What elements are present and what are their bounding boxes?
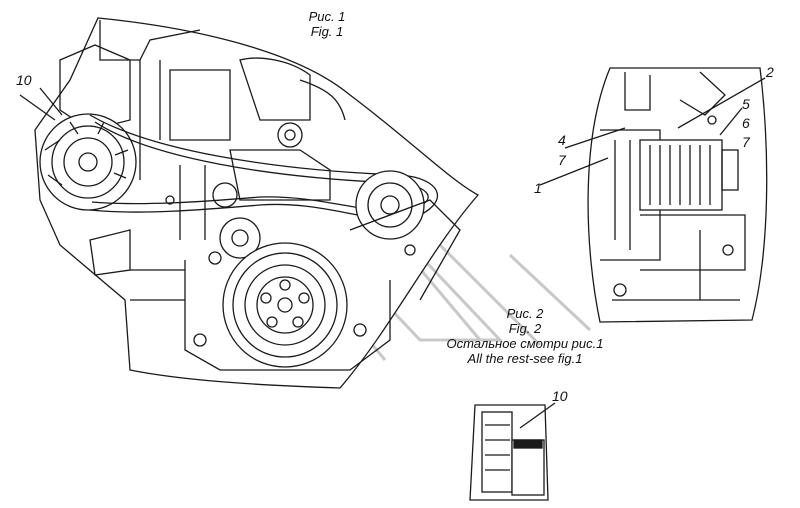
- figure2-caption-en: Fig. 2: [508, 321, 542, 336]
- callout-5: 5: [742, 96, 750, 112]
- figure2-caption: Рис. 2 Fig. 2 Остальное смотри рис.1 All…: [430, 306, 620, 366]
- callout-1: 1: [534, 180, 542, 196]
- alternator-detail-view: [469, 402, 556, 501]
- figure2-note-ru: Остальное смотри рис.1: [446, 336, 604, 351]
- figure1-caption-en: Fig. 1: [310, 24, 344, 39]
- water-pump-pulley: [355, 170, 425, 240]
- leader-line-10-fig1: [39, 87, 63, 116]
- leader-line-4: [564, 127, 626, 149]
- figure1-cutout-outline: [34, 17, 480, 389]
- engine-front-view: [19, 17, 480, 389]
- figure1-caption: Рис. 1 Fig. 1: [292, 9, 362, 39]
- callout-6: 6: [742, 115, 750, 131]
- detail-side-view: [539, 67, 768, 323]
- crankshaft-pulley: [222, 242, 348, 368]
- figure2-note-en: All the rest-see fig.1: [467, 351, 583, 366]
- callout-7-left: 7: [558, 152, 566, 168]
- figure2-caption-ru: Рис. 2: [506, 306, 544, 321]
- leader-line-10-fig3: [519, 402, 556, 429]
- leader-line-5: [719, 107, 743, 136]
- figure1-caption-ru: Рис. 1: [308, 9, 346, 24]
- leader-line-1: [539, 157, 609, 186]
- callout-10-fig1: 10: [16, 72, 32, 88]
- idler-pulley: [219, 217, 261, 259]
- callout-10-fig3: 10: [552, 388, 568, 404]
- callout-2: 2: [766, 64, 774, 80]
- callout-4: 4: [558, 132, 566, 148]
- callout-7-right: 7: [742, 134, 750, 150]
- leader-line-2: [677, 77, 766, 129]
